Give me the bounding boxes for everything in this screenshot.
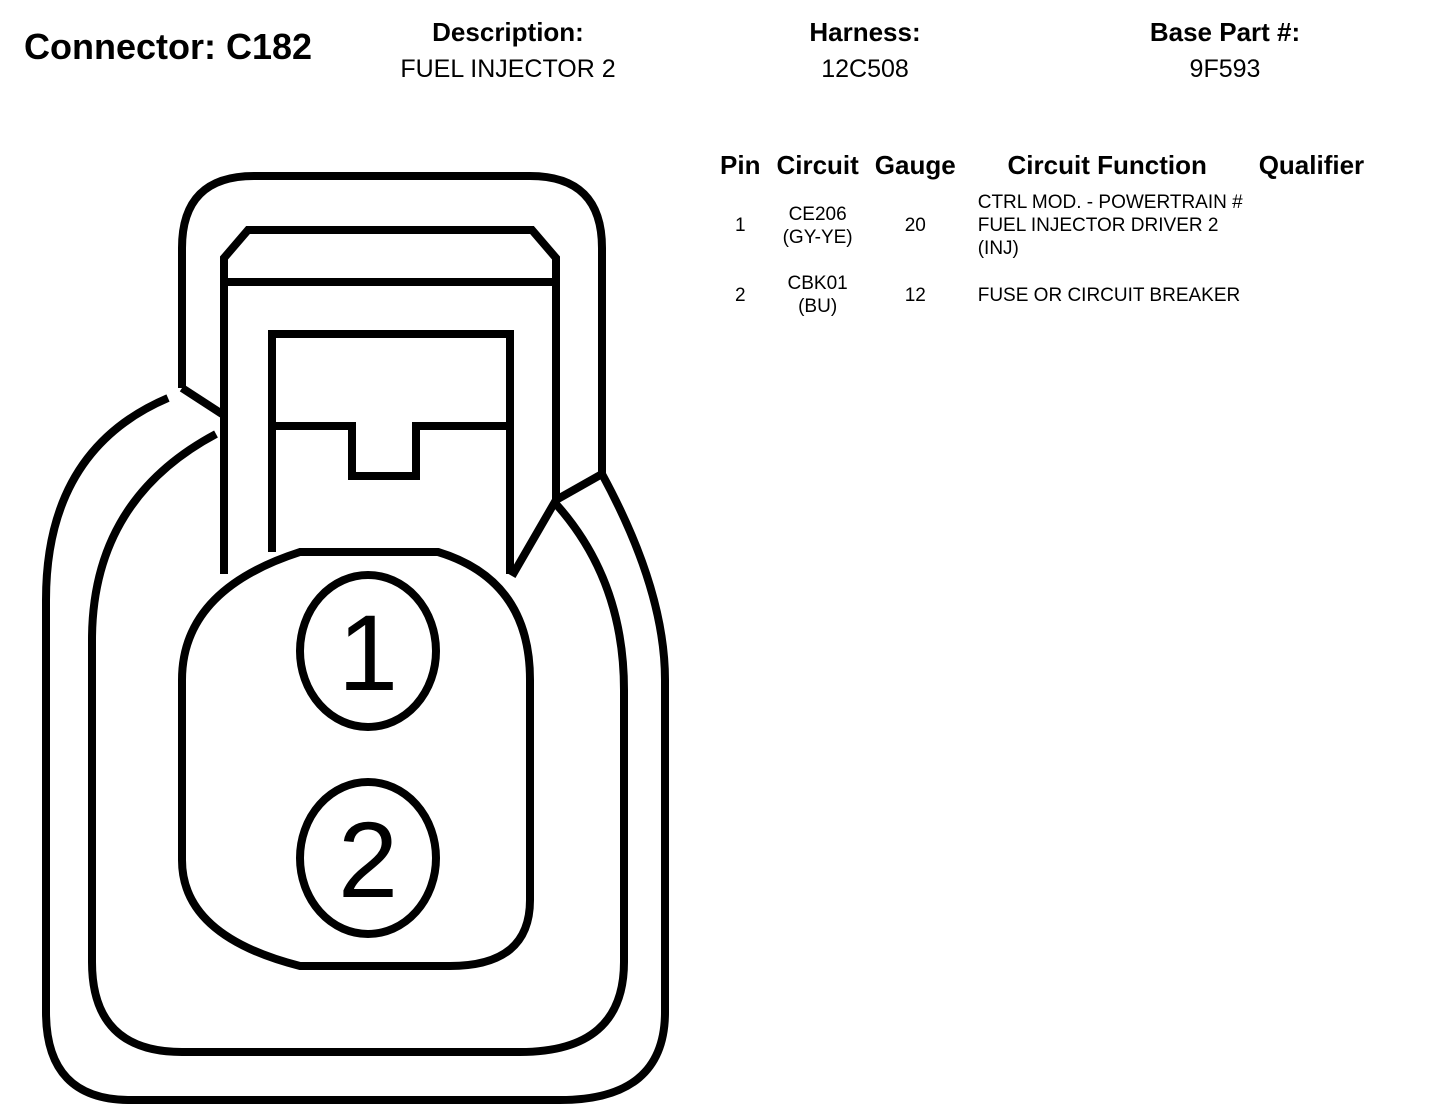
- circuit-id: CBK01: [787, 273, 848, 294]
- circuit-cell: CE206 (GY-YE): [768, 191, 866, 272]
- circuit-header: Circuit: [776, 150, 859, 180]
- connector-face-diagram: 1 2: [42, 172, 669, 1104]
- qualifier-header: Qualifier: [1258, 150, 1365, 180]
- connector-housing-outline: [178, 172, 606, 474]
- harness-label: Harness:: [809, 17, 921, 47]
- pin-cell: 2: [734, 284, 746, 306]
- qualifier-cell: [1251, 191, 1372, 272]
- base-part-value: 9F593: [1189, 55, 1261, 83]
- gauge-cell: 12: [904, 284, 926, 306]
- gauge-cell: 20: [904, 215, 926, 236]
- pin-table-header: Pin Circuit Gauge Circuit Function Quali…: [712, 150, 1372, 191]
- function-cell: CTRL MOD. - POWERTRAIN # FUEL INJECTOR D…: [964, 191, 1251, 272]
- qualifier-cell: [1251, 272, 1372, 330]
- harness-block: Harness: 12C508: [740, 16, 990, 86]
- pin-2-circle: [296, 778, 440, 938]
- circuit-cell: CBK01 (BU): [768, 272, 866, 330]
- pin-2-label: 2: [338, 799, 398, 920]
- function-cell: FUSE OR CIRCUIT BREAKER: [964, 272, 1251, 330]
- pin-header: Pin: [720, 150, 761, 180]
- circuit-id: CE206: [788, 203, 847, 225]
- connector-inner-skirt: [88, 430, 628, 1056]
- function-line: (INJ): [977, 238, 1019, 259]
- connector-title: Connector: C182: [24, 26, 313, 67]
- table-row: 1 CE206 (GY-YE) 20 CTRL MOD. - POWERTRAI…: [712, 191, 1372, 272]
- description-label: Description:: [432, 17, 584, 47]
- function-line: FUSE OR CIRCUIT BREAKER: [977, 284, 1241, 306]
- description-value: FUEL INJECTOR 2: [400, 55, 616, 83]
- connector-housing-shoulder: [179, 384, 225, 418]
- connector-housing-shoulder: [554, 470, 604, 504]
- description-block: Description: FUEL INJECTOR 2: [358, 16, 658, 86]
- terminal-face: [178, 548, 534, 970]
- latch-outline: [268, 330, 514, 574]
- base-part-label: Base Part #:: [1149, 17, 1301, 47]
- connector-housing-left-wall: [42, 394, 669, 1104]
- lock-tab-outline: [220, 226, 560, 579]
- function-line: CTRL MOD. - POWERTRAIN #: [977, 192, 1243, 213]
- pin-cell: 1: [734, 215, 746, 236]
- pin-1-label: 1: [338, 592, 398, 713]
- harness-value: 12C508: [821, 55, 909, 83]
- table-row: 2 CBK01 (BU) 12 FUSE OR CIRCUIT BREAKER: [712, 272, 1372, 330]
- gauge-header: Gauge: [874, 150, 956, 180]
- pin-1-circle: [296, 571, 440, 731]
- pin-table: Pin Circuit Gauge Circuit Function Quali…: [712, 150, 1372, 330]
- base-part-block: Base Part #: 9F593: [1100, 16, 1350, 86]
- circuit-color: (BU): [798, 296, 838, 317]
- function-line: FUEL INJECTOR DRIVER 2: [977, 215, 1219, 236]
- latch-notch: [272, 422, 510, 480]
- circuit-color: (GY-YE): [782, 226, 853, 248]
- function-header: Circuit Function: [1007, 150, 1207, 180]
